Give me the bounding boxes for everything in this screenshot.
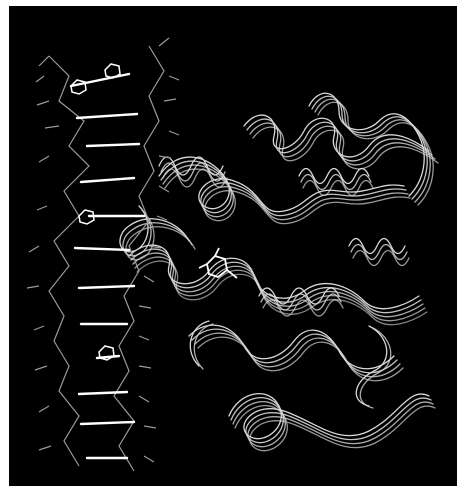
base-rings	[71, 64, 120, 360]
protein-ribbons	[120, 93, 438, 450]
molecular-structure-image	[9, 6, 457, 486]
structure-drawing	[9, 6, 457, 486]
dna-base-pairs	[71, 74, 144, 458]
dna-backbone	[27, 38, 179, 471]
